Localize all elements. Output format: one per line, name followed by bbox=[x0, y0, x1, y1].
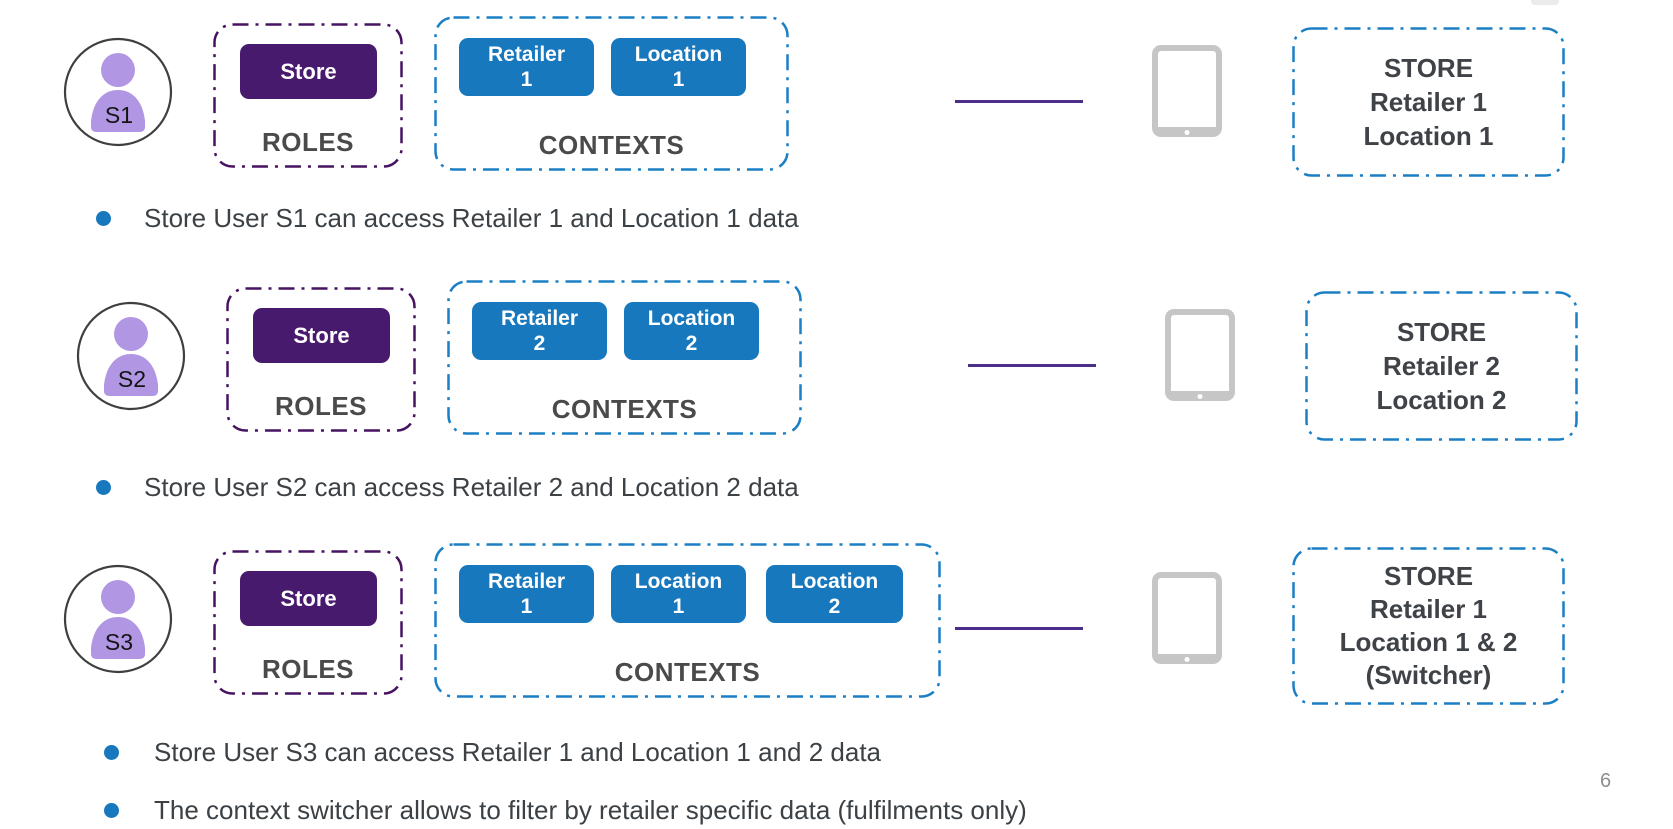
contexts-group: Retailer 1 Location 1 Location 2 CONTEXT… bbox=[434, 543, 941, 698]
user-avatar-s1: S1 bbox=[62, 36, 174, 148]
contexts-label: CONTEXTS bbox=[538, 130, 685, 160]
context-chip: Location 1 bbox=[611, 38, 746, 96]
context-chip: Retailer 2 bbox=[472, 302, 607, 360]
device-access-line: (Switcher) bbox=[1365, 660, 1492, 690]
device-access-box: STORE Retailer 1 Location 1 & 2 (Switche… bbox=[1292, 547, 1565, 705]
bullet-dot-icon bbox=[96, 210, 111, 226]
device-access-line: Location 2 bbox=[1376, 385, 1507, 415]
tablet-icon bbox=[1152, 572, 1222, 664]
context-chip-line1: Retailer bbox=[487, 570, 566, 593]
cropped-shape-fragment bbox=[1531, 0, 1559, 5]
role-chip-store: Store bbox=[240, 44, 377, 99]
connector-line bbox=[968, 364, 1096, 367]
device-access-line: STORE bbox=[1396, 317, 1487, 347]
avatar-label: S1 bbox=[105, 102, 133, 128]
device-access-line: Location 1 & 2 bbox=[1339, 627, 1518, 657]
context-chip-line1: Location bbox=[790, 570, 879, 593]
bullet-item: Store User S2 can access Retailer 2 and … bbox=[96, 469, 799, 505]
bullet-item: Store User S3 can access Retailer 1 and … bbox=[104, 734, 881, 770]
context-chip: Location 1 bbox=[611, 565, 746, 623]
context-chip-line2: 2 bbox=[533, 332, 546, 355]
context-chip-line2: 2 bbox=[685, 332, 698, 355]
context-chip-line2: 1 bbox=[520, 68, 533, 91]
avatar-label: S3 bbox=[105, 629, 133, 655]
context-chip-line2: 1 bbox=[672, 595, 685, 618]
page-number: 6 bbox=[1600, 770, 1612, 792]
user-access-row-s3: S3 Store ROLES Retailer 1 Location 1 Loc… bbox=[0, 543, 1673, 718]
roles-group: Store ROLES bbox=[213, 23, 403, 168]
bullet-dot-icon bbox=[104, 802, 119, 818]
contexts-label: CONTEXTS bbox=[551, 394, 698, 424]
user-access-row-s1: S1 Store ROLES Retailer 1 Location 1 CON… bbox=[0, 16, 1673, 191]
device-access-box: STORE Retailer 2 Location 2 bbox=[1305, 291, 1578, 441]
connector-line bbox=[955, 100, 1083, 103]
context-chip-line1: Location bbox=[634, 570, 723, 593]
bullet-text: Store User S2 can access Retailer 2 and … bbox=[144, 471, 799, 502]
device-access-text: STORE Retailer 1 Location 1 bbox=[1292, 27, 1565, 177]
device-access-line: Retailer 1 bbox=[1369, 594, 1488, 624]
device-access-text: STORE Retailer 2 Location 2 bbox=[1305, 291, 1578, 441]
device-access-line: Retailer 1 bbox=[1369, 87, 1488, 117]
roles-label: ROLES bbox=[274, 391, 368, 421]
person-icon: S2 bbox=[76, 301, 186, 411]
bullet-text: Store User S3 can access Retailer 1 and … bbox=[154, 736, 881, 767]
contexts-label: CONTEXTS bbox=[614, 657, 761, 687]
role-chip-store: Store bbox=[253, 308, 390, 363]
bullet-item: Store User S1 can access Retailer 1 and … bbox=[96, 200, 799, 236]
device-access-line: STORE bbox=[1383, 53, 1474, 83]
tablet-icon bbox=[1165, 309, 1235, 401]
contexts-group: Retailer 2 Location 2 CONTEXTS bbox=[447, 280, 802, 435]
user-access-row-s2: S2 Store ROLES Retailer 2 Location 2 CON… bbox=[13, 280, 1673, 455]
contexts-group: Retailer 1 Location 1 CONTEXTS bbox=[434, 16, 789, 171]
person-icon: S1 bbox=[63, 37, 173, 147]
context-chip: Location 2 bbox=[624, 302, 759, 360]
context-chip-line2: 1 bbox=[672, 68, 685, 91]
user-avatar-s3: S3 bbox=[62, 563, 174, 675]
context-chip-line1: Retailer bbox=[487, 43, 566, 66]
context-chip-line1: Location bbox=[647, 307, 736, 330]
device-access-line: STORE bbox=[1383, 561, 1474, 591]
person-icon: S3 bbox=[63, 564, 173, 674]
roles-label: ROLES bbox=[261, 127, 355, 157]
connector-line bbox=[955, 627, 1083, 630]
bullet-item: The context switcher allows to filter by… bbox=[104, 792, 1027, 828]
bullet-text: Store User S1 can access Retailer 1 and … bbox=[144, 202, 799, 233]
context-chip-line1: Retailer bbox=[500, 307, 579, 330]
avatar-label: S2 bbox=[118, 366, 146, 392]
context-chip-line2: 2 bbox=[828, 595, 841, 618]
device-access-line: Location 1 bbox=[1363, 121, 1494, 151]
device-access-line: Retailer 2 bbox=[1382, 351, 1501, 381]
context-chip-line2: 1 bbox=[520, 595, 533, 618]
user-avatar-s2: S2 bbox=[75, 300, 187, 412]
roles-group: Store ROLES bbox=[213, 550, 403, 695]
bullet-dot-icon bbox=[96, 479, 111, 495]
context-chip: Retailer 1 bbox=[459, 565, 594, 623]
role-chip-store: Store bbox=[240, 571, 377, 626]
context-chip-line1: Location bbox=[634, 43, 723, 66]
roles-group: Store ROLES bbox=[226, 287, 416, 432]
bullet-text: The context switcher allows to filter by… bbox=[154, 794, 1027, 825]
roles-label: ROLES bbox=[261, 654, 355, 684]
device-access-box: STORE Retailer 1 Location 1 bbox=[1292, 27, 1565, 177]
bullet-dot-icon bbox=[104, 744, 119, 760]
context-chip: Location 2 bbox=[766, 565, 903, 623]
context-chip: Retailer 1 bbox=[459, 38, 594, 96]
device-access-text: STORE Retailer 1 Location 1 & 2 (Switche… bbox=[1292, 547, 1565, 705]
tablet-icon bbox=[1152, 45, 1222, 137]
